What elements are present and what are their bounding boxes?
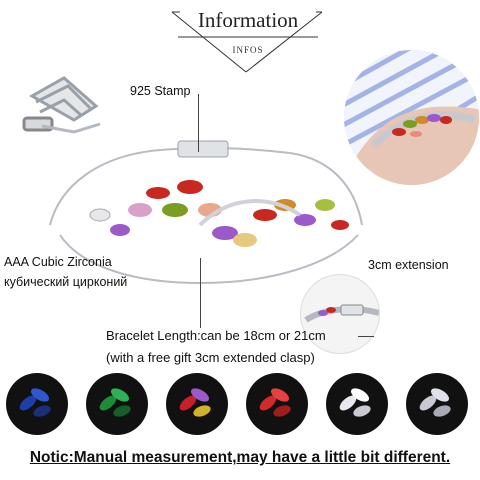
stamp-pointer [198, 94, 199, 152]
length-pointer-v [200, 258, 201, 328]
swatch-white[interactable] [326, 373, 388, 435]
swatch-blue[interactable] [6, 373, 68, 435]
zirconia-label-en: AAA Cubic Zirconia [4, 255, 112, 269]
clasp-photo [4, 56, 114, 166]
swatch-multicolor[interactable] [166, 373, 228, 435]
color-options [6, 373, 476, 438]
swatch-silver[interactable] [406, 373, 468, 435]
extension-label: 3cm extension [368, 258, 449, 272]
extension-photo [300, 274, 380, 354]
swatch-green[interactable] [86, 373, 148, 435]
wrist-photo [344, 50, 479, 185]
gem-icon [339, 388, 371, 417]
extension-pointer [358, 336, 374, 337]
gem-icon [99, 388, 131, 417]
page-title: Information [197, 8, 299, 32]
gift-label: (with a free gift 3cm extended clasp) [106, 350, 315, 365]
page-subtitle: INFOS [232, 45, 264, 55]
gem-icon [259, 388, 291, 417]
stamp-label: 925 Stamp [130, 84, 191, 98]
swatch-red[interactable] [246, 373, 308, 435]
zirconia-label-ru: кубический цирконий [4, 275, 128, 289]
gem-icon [419, 388, 451, 417]
header-decoration [171, 11, 323, 73]
gem-icon [179, 388, 211, 417]
notice-text: Notic:Manual measurement,may have a litt… [29, 449, 451, 466]
length-label: Bracelet Length:can be 18cm or 21cm [106, 328, 326, 343]
gem-icon [19, 388, 51, 417]
